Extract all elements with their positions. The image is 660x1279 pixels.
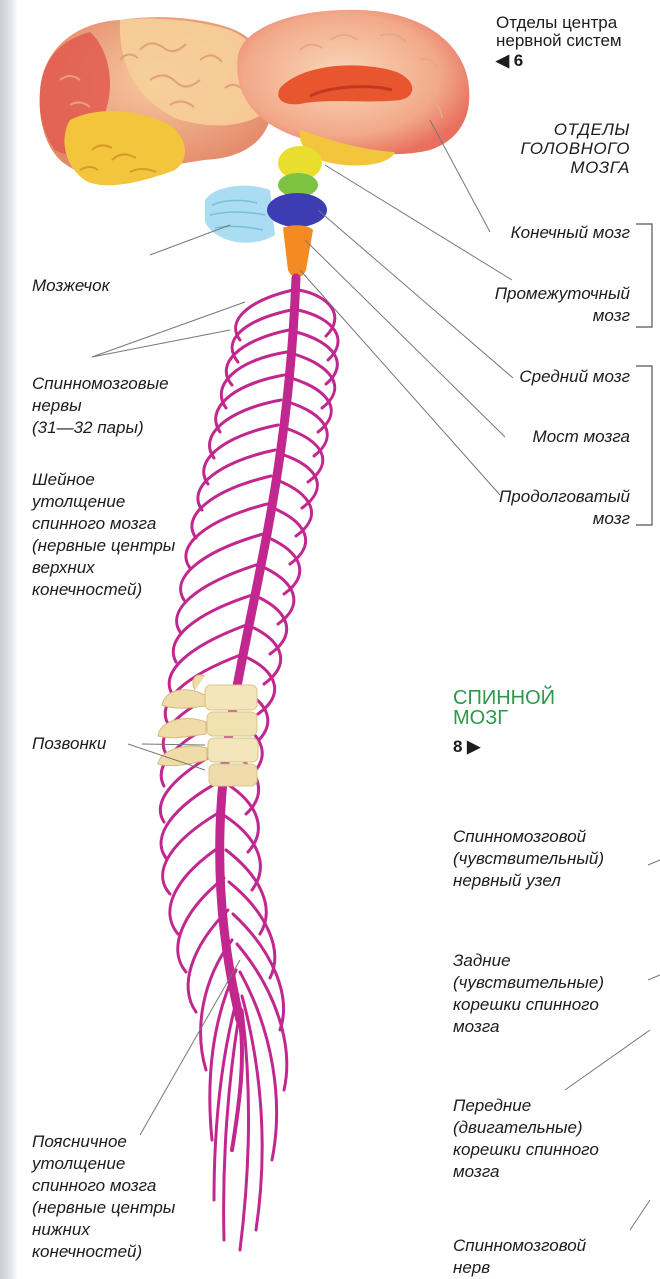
- label-posterior-roots: Задние (чувствительные) корешки спинного…: [453, 950, 604, 1038]
- label-anterior-roots: Передние (двигательные) корешки спинного…: [453, 1095, 599, 1183]
- label-spinal-nerves: Спинномозговые нервы (31—32 пары): [32, 373, 169, 439]
- label-cerebellum: Мозжечок: [32, 275, 110, 297]
- top-reference-text: Отделы центра нервной систем: [496, 14, 622, 50]
- spinal-cord-heading: СПИННОЙ МОЗГ: [453, 688, 555, 728]
- brain-sections-heading: ОТДЕЛЫ ГОЛОВНОГО МОЗГА: [430, 120, 630, 177]
- label-diencephalon: Промежуточный мозг: [410, 283, 630, 327]
- label-telencephalon: Конечный мозг: [410, 222, 630, 244]
- label-spinal-nerve: Спинномозговой нерв: [453, 1235, 586, 1279]
- label-cervical-enlargement: Шейное утолщение спинного мозга (нервные…: [32, 469, 175, 601]
- label-lumbar-enlargement: Поясничное утолщение спинного мозга (нер…: [32, 1131, 175, 1263]
- brackets: [636, 224, 652, 525]
- brain-lateral-view: [40, 17, 274, 185]
- label-vertebrae: Позвонки: [32, 733, 106, 755]
- pons-medulla-shape: [283, 225, 313, 277]
- page-link-forward[interactable]: 8 ▶: [453, 737, 480, 757]
- label-spinal-ganglion: Спинномозговой (чувствительный) нервный …: [453, 826, 604, 892]
- label-pons: Мост мозга: [410, 426, 630, 448]
- page-link-back[interactable]: ◀ 6: [496, 51, 523, 71]
- label-medulla: Продолговатый мозг: [410, 486, 630, 530]
- vertebrae: [158, 675, 258, 786]
- label-midbrain: Средний мозг: [410, 366, 630, 388]
- brainstem: [205, 146, 327, 278]
